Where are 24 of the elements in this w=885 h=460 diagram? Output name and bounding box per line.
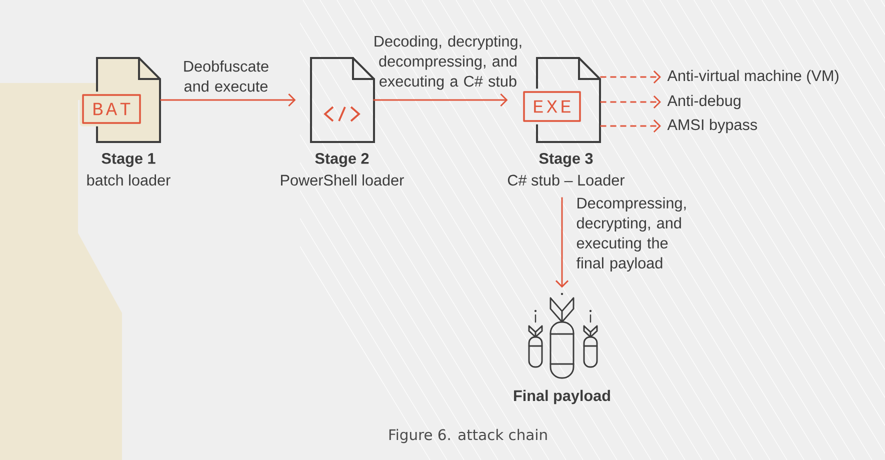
stage-subtitle: PowerShell loader (281, 174, 404, 186)
stage-title: Stage 3 (539, 153, 593, 167)
arrow (373, 93, 508, 107)
dashed-arrow (600, 95, 661, 109)
arrow (555, 197, 569, 288)
stage-title: Final payload (514, 390, 610, 404)
dashed-arrow (600, 119, 661, 133)
dashed-arrow (600, 70, 661, 84)
stage-title: Stage 1 (102, 153, 156, 167)
edge-label: Decompressing, decrypting, and executing the final payload (576, 197, 686, 272)
feature-text: Anti-virtual machine (VM) (667, 70, 838, 84)
stage-subtitle: batch loader (87, 174, 170, 186)
figure-caption: Figure 6. attack chain (389, 428, 547, 444)
feature-text: Anti-debug (667, 94, 740, 110)
edge-label: Deobfuscate and execute (184, 60, 268, 92)
stage-title: Stage 2 (315, 153, 369, 167)
bombs-icon (528, 292, 598, 379)
file-type-label: EXE (520, 88, 584, 124)
edge-label: Decoding, decrypting, decompressing, and executing a C# stub (374, 35, 522, 90)
stage-subtitle: C# stub – Loader (508, 174, 625, 186)
arrow (160, 93, 296, 107)
file-type-label: BAT (80, 92, 144, 126)
code-file-icon (310, 57, 375, 143)
feature-text: AMSI bypass (667, 118, 758, 134)
